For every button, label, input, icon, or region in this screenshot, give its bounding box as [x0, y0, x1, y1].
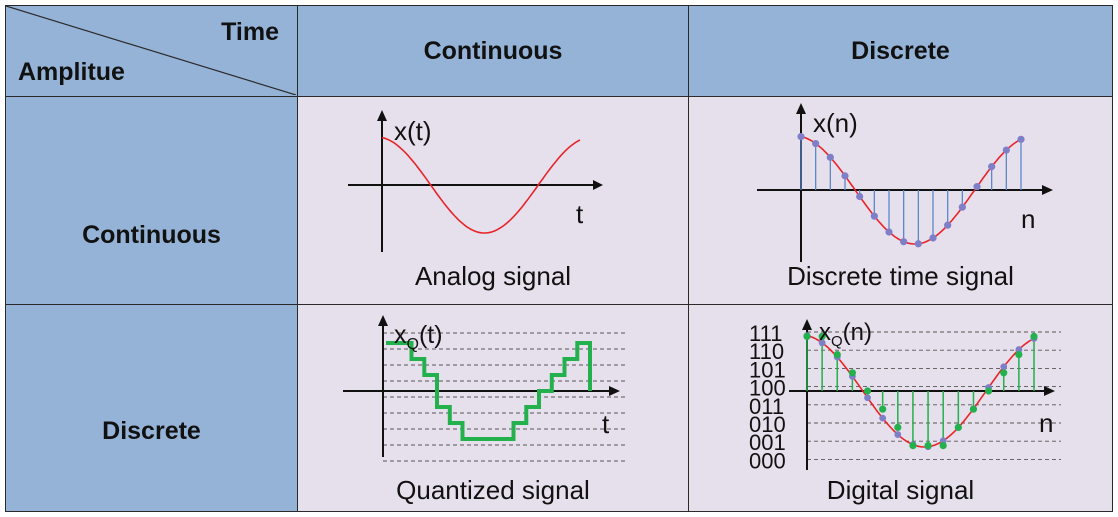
- y-axis-arrow: [796, 103, 806, 114]
- binary-level-label: 100: [749, 376, 786, 401]
- x-axis-arrow: [1042, 185, 1053, 195]
- row-header-continuous-label: Continuous: [82, 221, 221, 249]
- quantized-sample-point: [954, 423, 962, 431]
- sample-point: [1002, 146, 1010, 154]
- column-header-continuous-label: Continuous: [423, 36, 563, 65]
- sample-point: [1015, 346, 1023, 353]
- quantized-sample-point: [894, 423, 902, 431]
- quantized-signal-plot: xQ(t) t: [343, 315, 628, 462]
- quantized-y-label: xQ(t): [394, 321, 443, 353]
- quantized-sample-point: [803, 332, 811, 340]
- sample-point: [944, 221, 952, 229]
- y-axis-arrow: [802, 319, 812, 330]
- quantized-sample-point: [1015, 351, 1023, 359]
- sample-point: [929, 234, 937, 242]
- binary-level-label: 111: [749, 321, 782, 346]
- binary-level-label: 001: [749, 430, 786, 455]
- quantized-sample-point: [969, 405, 978, 413]
- column-header-continuous: Continuous: [297, 5, 689, 97]
- y-axis-arrow: [377, 110, 387, 121]
- quantized-signal-cell: xQ(t) t Quantized signal: [297, 304, 689, 512]
- binary-level-label: 011: [749, 394, 784, 419]
- corner-diagonal: [6, 6, 296, 95]
- sample-point: [826, 153, 834, 161]
- sample-point: [894, 431, 902, 438]
- sample-point: [818, 339, 826, 347]
- quantized-sample-point: [833, 351, 841, 359]
- row-header-continuous: Continuous: [5, 96, 298, 305]
- row-header-discrete: Discrete: [5, 304, 298, 512]
- sample-point: [841, 172, 849, 180]
- analog-x-label: t: [576, 199, 584, 229]
- sample-point: [1017, 135, 1025, 143]
- x-axis-arrow: [593, 180, 603, 190]
- quantized-step-signal: [386, 341, 592, 441]
- digital-caption: Digital signal: [826, 475, 975, 505]
- discrete-time-signal-cell: x(n) n Discrete time signal: [688, 96, 1113, 305]
- quantized-sample-point: [939, 442, 947, 450]
- sample-point: [1000, 363, 1008, 371]
- sample-point: [864, 394, 871, 402]
- discrete-time-signal-plot: x(n) n: [757, 103, 1053, 262]
- analog-y-label: x(t): [394, 116, 432, 146]
- discrete-time-y-label: x(n): [813, 108, 858, 138]
- signal-classification-table: Time Amplitue Continuous Discrete Contin…: [5, 5, 1113, 512]
- quantized-sample-point: [985, 387, 993, 395]
- binary-level-label: 101: [749, 357, 786, 382]
- binary-level-label: 110: [749, 339, 784, 364]
- sample-point: [856, 192, 864, 201]
- row-header-discrete-label: Discrete: [102, 416, 201, 445]
- quantized-sample-point: [909, 442, 917, 450]
- digital-levels: [807, 331, 1061, 460]
- binary-level-label: 010: [749, 412, 786, 437]
- sample-point: [879, 414, 887, 422]
- x-axis-arrow: [609, 386, 620, 396]
- corner-header-cell: Time Amplitue: [5, 5, 298, 97]
- analog-signal-curve: [381, 136, 581, 234]
- sample-point: [988, 163, 996, 171]
- corner-time-label: Time: [221, 18, 279, 46]
- sample-point: [812, 139, 820, 148]
- column-header-discrete-label: Discrete: [851, 36, 950, 65]
- sample-point: [973, 183, 981, 191]
- sample-point: [914, 240, 922, 248]
- quantized-x-label: t: [602, 409, 610, 439]
- analog-signal-cell: x(t) t Analog signal: [297, 96, 689, 305]
- quantized-sample-point: [879, 405, 887, 413]
- quantized-sample-point: [848, 369, 856, 377]
- digital-x-label: n: [1039, 408, 1053, 438]
- sample-point: [885, 228, 893, 236]
- digital-envelope-curve: [806, 334, 1035, 448]
- discrete-time-caption: Discrete time signal: [787, 261, 1014, 291]
- sample-point: [870, 212, 878, 220]
- quantized-sample-point: [1000, 369, 1008, 377]
- x-axis-arrow: [1044, 386, 1055, 396]
- discrete-time-x-label: n: [1021, 204, 1035, 234]
- column-header-discrete: Discrete: [688, 5, 1113, 97]
- quantized-sample-point: [924, 442, 932, 450]
- quantized-sample-point: [863, 387, 872, 395]
- digital-y-label: xQ(n): [819, 319, 872, 350]
- corner-amplitude-label: Amplitue: [18, 58, 125, 86]
- quantized-sample-point: [1030, 332, 1038, 340]
- quantized-sample-point: [818, 332, 826, 340]
- discrete-envelope-curve: [800, 135, 1022, 245]
- sample-point: [900, 238, 908, 246]
- sample-point: [797, 133, 805, 141]
- quantized-caption: Quantized signal: [396, 475, 590, 505]
- quantization-levels: [383, 332, 628, 462]
- sample-point: [958, 203, 966, 211]
- binary-level-label: 000: [749, 448, 786, 473]
- y-axis-arrow: [378, 315, 388, 326]
- analog-signal-plot: x(t) t: [348, 110, 603, 252]
- analog-caption: Analog signal: [414, 261, 572, 291]
